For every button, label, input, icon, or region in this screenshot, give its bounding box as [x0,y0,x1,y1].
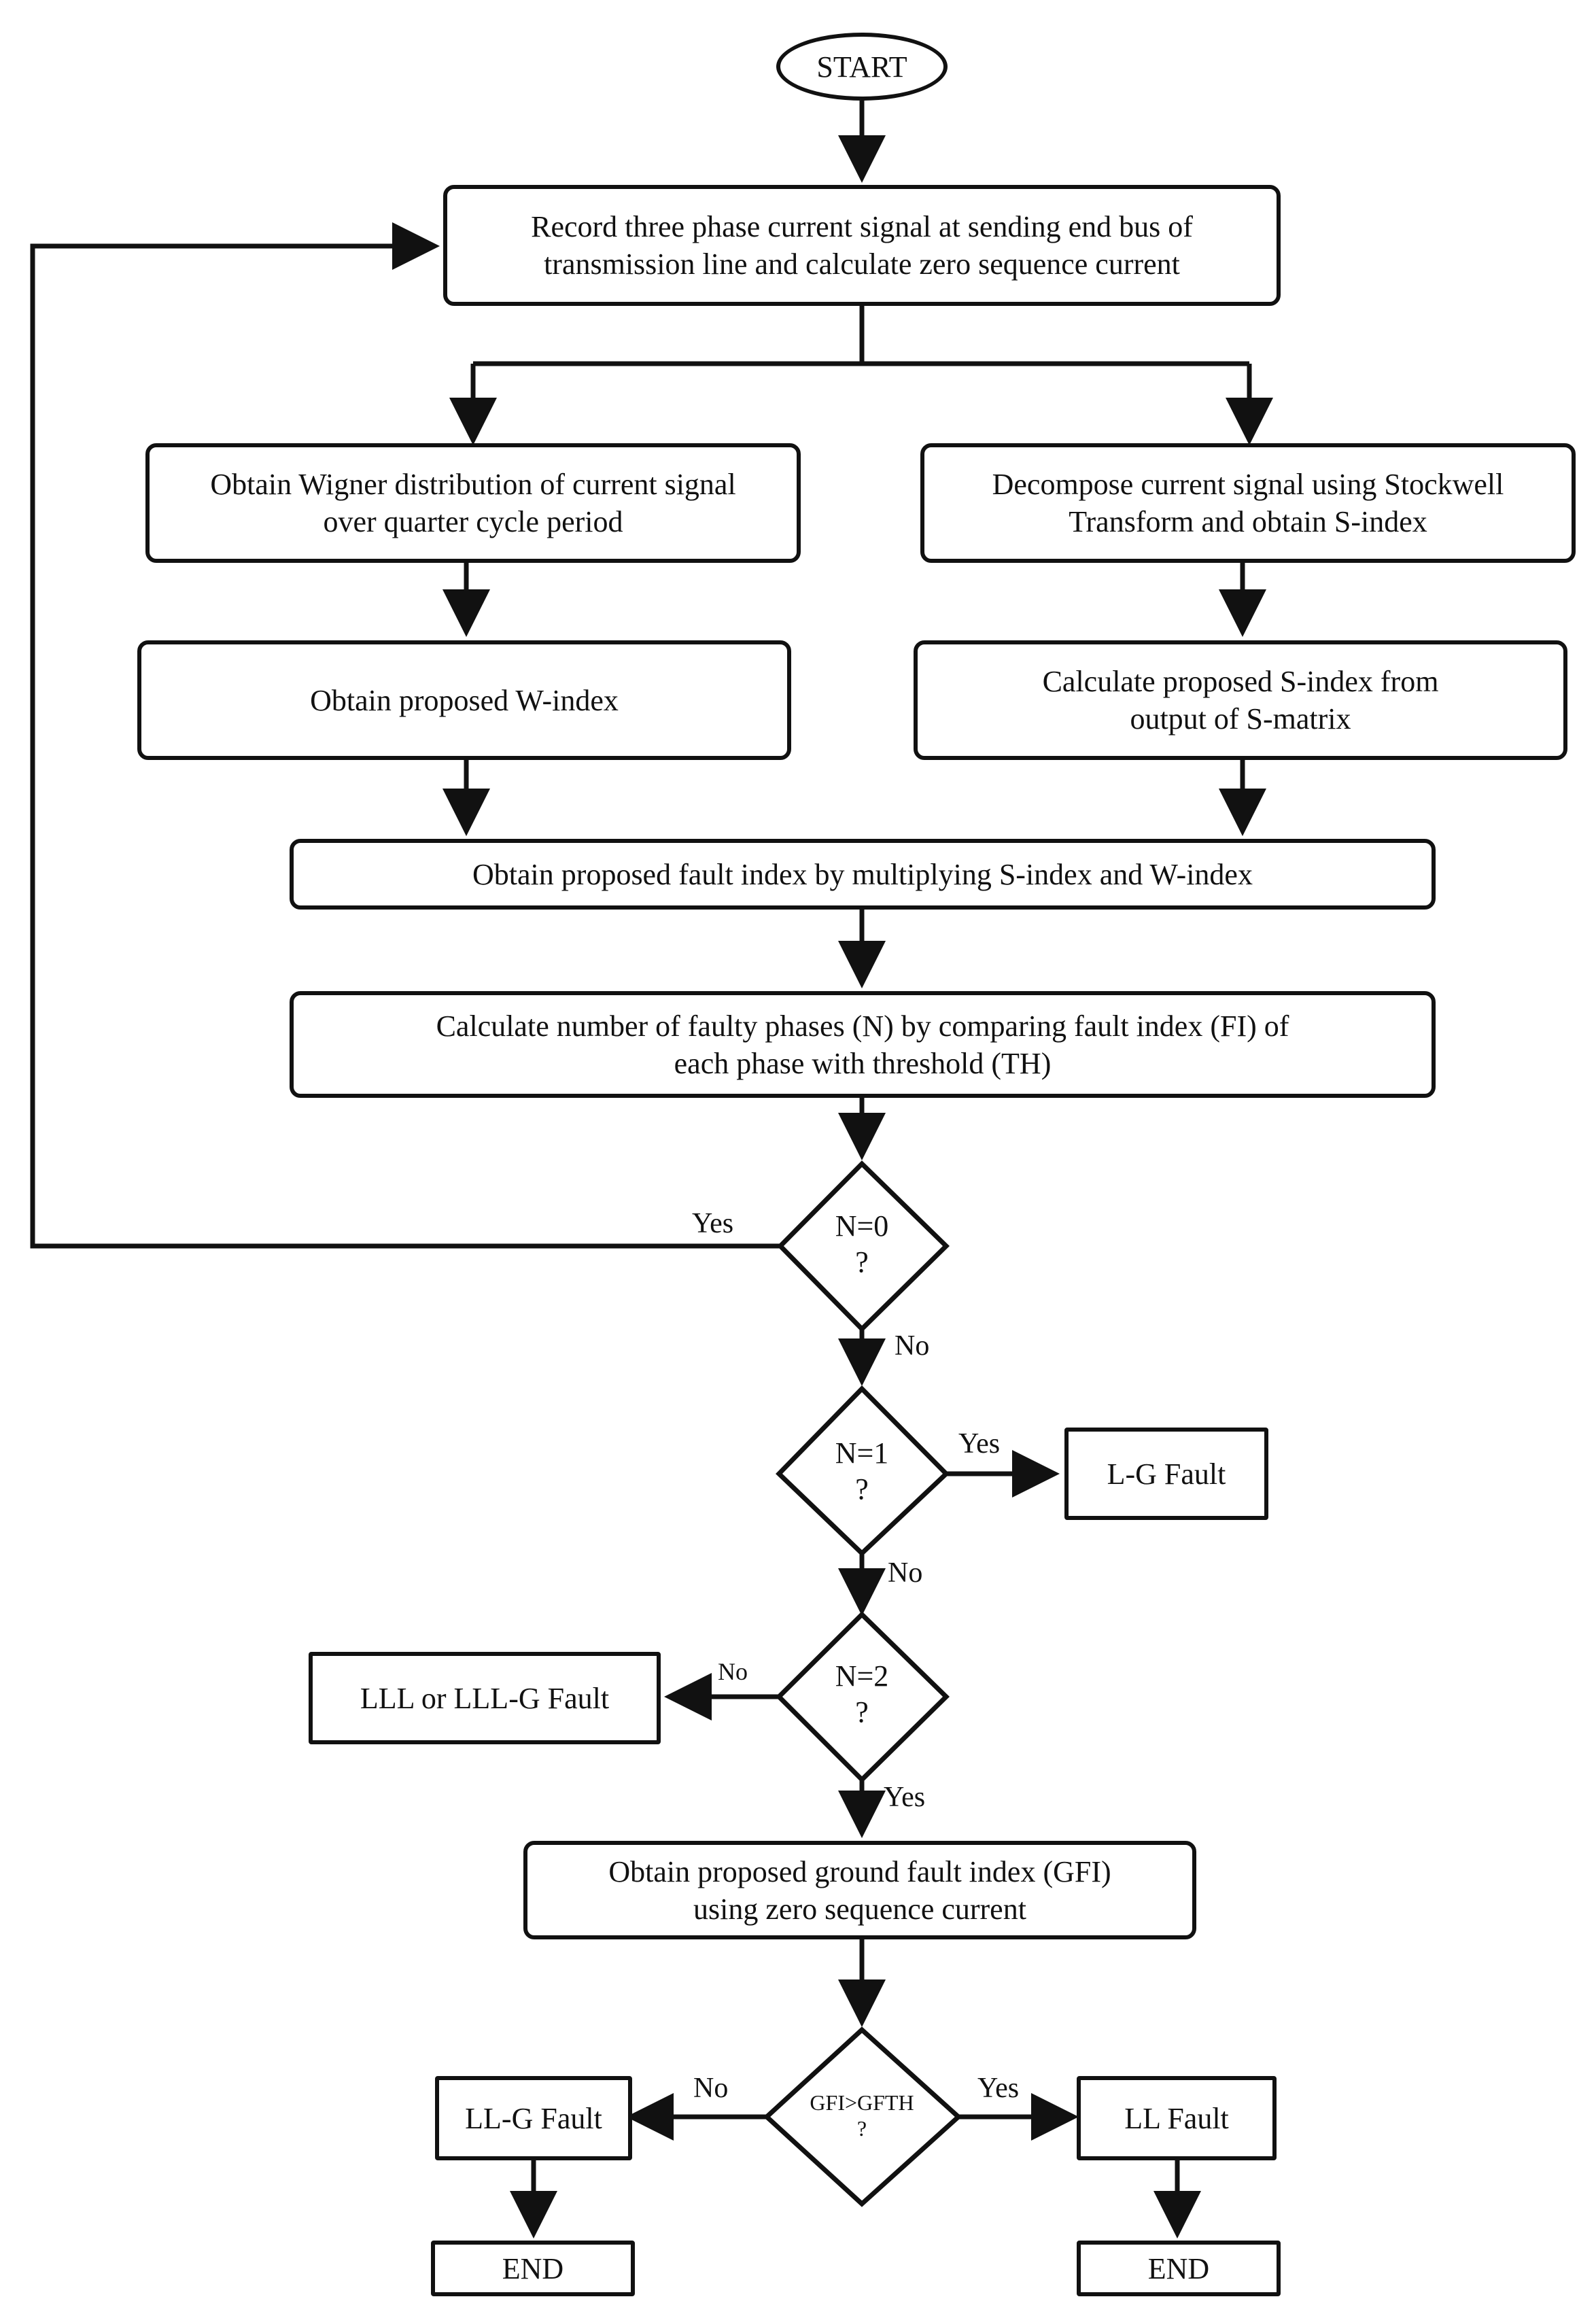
count-line-2: each phase with threshold (TH) [674,1046,1052,1080]
wigner-line-1: Obtain Wigner distribution of current si… [210,468,736,501]
connector-record-split [473,306,865,366]
record-line-2: transmission line and calculate zero seq… [544,247,1180,281]
n2-no-label: No [718,1658,748,1685]
gfi-condition: GFI>GFTH [810,2090,914,2115]
process-record-signal: Record three phase current signal at sen… [443,185,1281,306]
n0-yes-label: Yes [692,1208,734,1239]
lll-fault-label: LLL or LLL-G Fault [360,1681,610,1715]
fault-index-label: Obtain proposed fault index by multiplyi… [472,857,1253,891]
n1-question: ? [855,1472,869,1506]
end-terminal-left: END [431,2241,635,2296]
gfi-step-line-1: Obtain proposed ground fault index (GFI) [608,1854,1111,1888]
process-fault-index: Obtain proposed fault index by multiplyi… [290,839,1436,910]
ll-fault-label: LL Fault [1124,2101,1229,2135]
record-line-1: Record three phase current signal at sen… [531,210,1193,243]
process-ground-fault-index: Obtain proposed ground fault index (GFI)… [523,1841,1196,1939]
decision-gfi-diamond [763,2026,962,2207]
sindex-line-1: Calculate proposed S-index from [1042,665,1439,698]
end-right-label: END [1147,2251,1210,2285]
stockwell-line-2: Transform and obtain S-index [1069,505,1427,538]
result-lg-fault: L-G Fault [1064,1428,1268,1520]
count-line-1: Calculate number of faulty phases (N) by… [436,1009,1289,1043]
n0-no-label: No [895,1330,930,1362]
loop-back-connector [30,222,780,1249]
n2-condition: N=2 [835,1659,889,1693]
n1-yes-label: Yes [958,1428,1001,1459]
end-left-label: END [502,2251,564,2285]
n0-question: ? [855,1245,869,1279]
result-lll-fault: LLL or LLL-G Fault [309,1652,661,1744]
lg-fault-label: L-G Fault [1107,1457,1226,1491]
n2-yes-label: Yes [884,1782,926,1813]
process-w-index: Obtain proposed W-index [137,640,791,760]
decision-n2-diamond [776,1611,950,1783]
gfi-yes-label: Yes [977,2073,1020,2104]
start-terminal: START [776,33,948,101]
n0-condition: N=0 [835,1209,889,1243]
decision-n1-diamond [776,1385,950,1557]
decision-gfi-text: GFI>GFTH? [780,2090,943,2142]
gfi-no-label: No [693,2073,729,2104]
result-ll-fault: LL Fault [1077,2076,1277,2160]
decision-n0-text: N=0? [794,1209,930,1281]
n1-condition: N=1 [835,1436,889,1470]
result-llg-fault: LL-G Fault [435,2076,632,2160]
start-label: START [816,50,907,84]
n1-no-label: No [888,1557,923,1589]
process-stockwell-transform: Decompose current signal using Stockwell… [920,443,1576,563]
stockwell-line-1: Decompose current signal using Stockwell [992,468,1504,501]
end-terminal-right: END [1077,2241,1281,2296]
llg-fault-label: LL-G Fault [465,2101,602,2135]
sindex-line-2: output of S-matrix [1130,702,1351,736]
process-s-index: Calculate proposed S-index from output of… [914,640,1567,760]
n2-question: ? [855,1695,869,1729]
windex-label: Obtain proposed W-index [310,683,619,717]
decision-n2-text: N=2? [794,1659,930,1731]
process-count-faulty-phases: Calculate number of faulty phases (N) by… [290,991,1436,1098]
process-wigner-distribution: Obtain Wigner distribution of current si… [145,443,801,563]
decision-n0-diamond [777,1160,950,1332]
wigner-line-2: over quarter cycle period [323,505,623,538]
gfi-question: ? [856,2116,867,2141]
gfi-step-line-2: using zero sequence current [693,1892,1026,1926]
decision-n1-text: N=1? [794,1436,930,1508]
